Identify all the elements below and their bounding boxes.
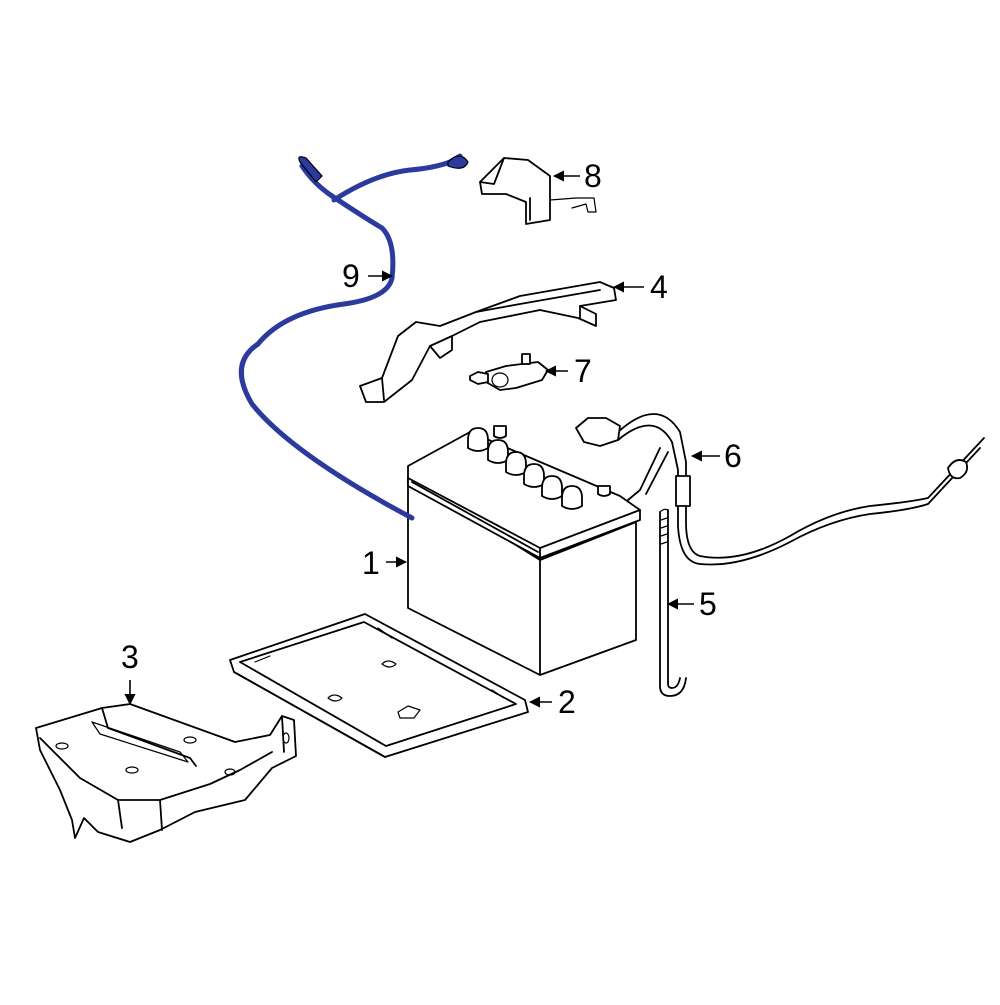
battery-tray-part (229, 613, 529, 758)
callout-labels: 1 2 3 4 5 6 7 8 9 (121, 158, 742, 720)
hold-down-clamp-part (359, 281, 617, 403)
callout-4-label: 4 (650, 269, 668, 305)
callout-5-label: 5 (699, 586, 717, 622)
callout-7-label: 7 (574, 353, 592, 389)
callout-9-label: 9 (342, 258, 360, 294)
callout-2-label: 2 (558, 684, 576, 720)
tray-bracket-part (35, 703, 297, 843)
battery-part (407, 425, 641, 676)
terminal-cover-part (479, 157, 597, 225)
terminal-clamp-part (469, 353, 549, 391)
callout-leaders (124, 170, 720, 708)
positive-cable-part (575, 413, 985, 566)
hold-down-rod-part (659, 508, 687, 697)
negative-cable-part (238, 153, 469, 521)
callout-8-label: 8 (584, 158, 602, 194)
callout-6-label: 6 (724, 438, 742, 474)
callout-1-label: 1 (362, 545, 380, 581)
callout-3-label: 3 (121, 639, 139, 675)
